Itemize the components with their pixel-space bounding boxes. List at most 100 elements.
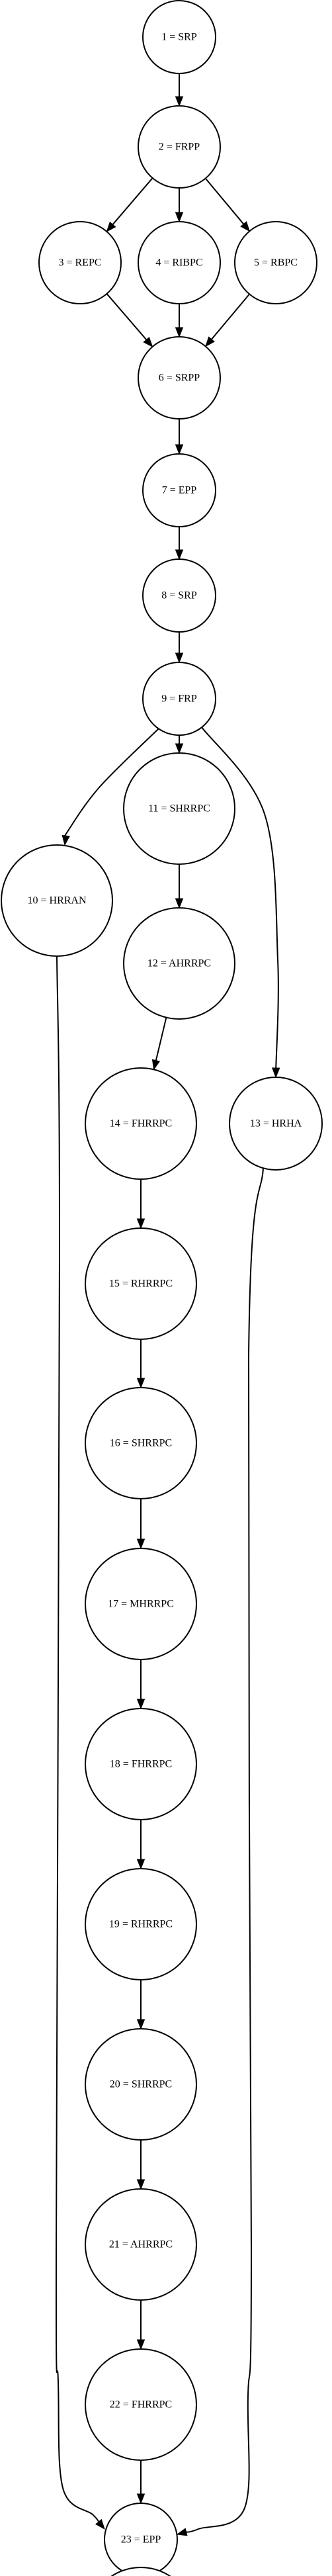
node-label: 14 = FHRRPC: [110, 1118, 172, 1130]
edge-2-to-3: [106, 177, 153, 232]
node-label: 2 = FRPP: [159, 142, 200, 153]
node-circle: [85, 1387, 197, 1499]
node-12: 12 = AHRRPC: [123, 907, 235, 1020]
edge-2-to-4: [175, 188, 184, 223]
arrowhead: [136, 1859, 145, 1870]
node-16: 16 = SHRRPC: [85, 1387, 197, 1499]
edge-14-to-15: [136, 1179, 145, 1229]
node-circle: [110, 2567, 171, 2576]
node-20: 20 = SHRRPC: [85, 2028, 197, 2141]
edge-4-to-6: [175, 304, 184, 338]
node-circle: [142, 558, 216, 633]
node-6: 6 = SRPP: [138, 336, 221, 420]
arrowhead: [175, 898, 184, 909]
edge-9-to-11: [175, 735, 184, 754]
nodes-layer: 1 = SRP 2 = FRPP 3 = REPC 4 = RIBPC 5 = RBPC…: [1, 0, 323, 2576]
edge-line: [185, 1168, 264, 2534]
arrowhead: [175, 444, 184, 455]
edge-17-to-18: [136, 1660, 145, 1710]
node-label: 9 = FRP: [161, 693, 197, 705]
node-1: 1 = SRP: [142, 0, 216, 74]
arrowhead: [136, 1218, 145, 1229]
arrowhead: [204, 336, 215, 347]
node-label: 18 = FHRRPC: [110, 1759, 172, 1770]
node-11: 11 = SHRRPC: [123, 752, 235, 865]
node-label: 13 = HRHA: [250, 1118, 302, 1130]
arrowhead: [143, 336, 153, 348]
node-circle: [85, 1868, 197, 1980]
node-circle: [138, 336, 221, 420]
node-24: 24 = SLRRP: [110, 2567, 171, 2576]
node-circle: [123, 907, 235, 1020]
node-circle: [104, 2503, 178, 2576]
node-label: 21 = AHRRPC: [109, 2239, 173, 2250]
node-label: 5 = RBPC: [254, 257, 298, 269]
node-circle: [1, 844, 113, 957]
arrowhead: [106, 221, 116, 232]
arrowhead: [175, 652, 184, 664]
node-23: 23 = EPP: [104, 2503, 178, 2576]
edge-15-to-16: [136, 1339, 145, 1389]
node-label: 8 = SRP: [161, 590, 197, 601]
edge-21-to-22: [136, 2300, 145, 2350]
node-label: 19 = RHRRPC: [109, 1919, 173, 1930]
node-15: 15 = RHRRPC: [85, 1227, 197, 1340]
arrowhead: [272, 1067, 280, 1079]
node-17: 17 = MHRRPC: [85, 1548, 197, 1660]
arrowhead: [136, 2339, 145, 2350]
node-10: 10 = HRRAN: [1, 844, 113, 957]
node-circle: [85, 2188, 197, 2301]
edge-20-to-21: [136, 2140, 145, 2190]
node-circle: [229, 1077, 323, 1171]
node-circle: [85, 1227, 197, 1340]
node-22: 22 = FHRRPC: [85, 2348, 197, 2461]
node-circle: [234, 221, 317, 304]
edge-line: [210, 293, 250, 341]
node-label: 1 = SRP: [161, 32, 197, 43]
node-4: 4 = RIBPC: [138, 221, 221, 304]
edge-9-to-10: [62, 728, 159, 846]
node-21: 21 = AHRRPC: [85, 2188, 197, 2301]
node-circle: [85, 2028, 197, 2141]
arrowhead: [175, 96, 184, 107]
edge-13-to-23: [176, 1168, 264, 2536]
node-3: 3 = REPC: [38, 221, 122, 304]
node-13: 13 = HRHA: [229, 1077, 323, 1171]
arrowhead: [176, 2528, 188, 2536]
node-19: 19 = RHRRPC: [85, 1868, 197, 1980]
node-5: 5 = RBPC: [234, 221, 317, 304]
arrowhead: [136, 2019, 145, 2030]
node-18: 18 = FHRRPC: [85, 1708, 197, 1820]
edge-9-to-13: [201, 727, 280, 1079]
node-circle: [85, 1708, 197, 1820]
node-circle: [142, 0, 216, 74]
arrowhead: [151, 1059, 161, 1071]
arrowhead: [175, 743, 184, 754]
node-label: 23 = EPP: [121, 2534, 161, 2546]
edge-19-to-20: [136, 1980, 145, 2030]
node-circle: [142, 662, 216, 736]
node-label: 16 = SHRRPC: [110, 1438, 172, 1449]
arrowhead: [136, 2493, 145, 2505]
edge-1-to-2: [175, 73, 184, 107]
node-circle: [142, 453, 216, 527]
edges-layer: [55, 73, 280, 2576]
node-label: 4 = RIBPC: [155, 257, 202, 269]
arrowhead: [175, 212, 184, 223]
arrowhead: [62, 834, 70, 846]
edge-8-to-9: [175, 632, 184, 664]
arrowhead: [175, 327, 184, 338]
edge-12-to-14: [151, 1017, 167, 1071]
edge-16-to-17: [136, 1499, 145, 1550]
node-circle: [138, 105, 221, 189]
node-2: 2 = FRPP: [138, 105, 221, 189]
edge-line: [111, 177, 153, 226]
node-14: 14 = FHRRPC: [85, 1067, 197, 1180]
edge-2-to-5: [204, 177, 251, 232]
edge-3-to-6: [106, 293, 153, 348]
node-label: 12 = AHRRPC: [147, 958, 211, 969]
node-label: 22 = FHRRPC: [110, 2399, 172, 2411]
edge-10-to-23: [55, 955, 105, 2530]
node-8: 8 = SRP: [142, 558, 216, 633]
arrowhead: [136, 1699, 145, 1710]
